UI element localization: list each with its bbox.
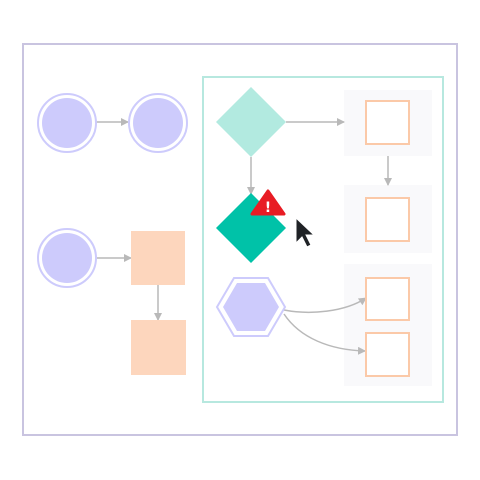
square-node-2[interactable] bbox=[131, 320, 186, 375]
warning-icon: ! bbox=[250, 189, 286, 216]
circle-node-2[interactable] bbox=[128, 93, 188, 153]
connector-hexagon-slot4 bbox=[283, 313, 366, 355]
hexagon-node[interactable] bbox=[215, 277, 287, 337]
cursor-icon bbox=[295, 216, 316, 248]
inner-frame bbox=[202, 76, 444, 403]
warning-glyph: ! bbox=[265, 200, 271, 216]
square-node-1[interactable] bbox=[131, 231, 185, 285]
slot-node-1[interactable] bbox=[365, 100, 410, 145]
slot-node-3[interactable] bbox=[365, 277, 410, 321]
circle-node-3[interactable] bbox=[37, 228, 97, 288]
connectors bbox=[96, 118, 392, 355]
connector-hexagon-slot3 bbox=[283, 297, 367, 314]
slot-node-4[interactable] bbox=[365, 332, 410, 377]
diamond-node-light[interactable] bbox=[216, 87, 286, 157]
circle-node-1[interactable] bbox=[37, 93, 97, 153]
outer-frame bbox=[22, 43, 458, 436]
slot-node-2[interactable] bbox=[365, 197, 410, 242]
